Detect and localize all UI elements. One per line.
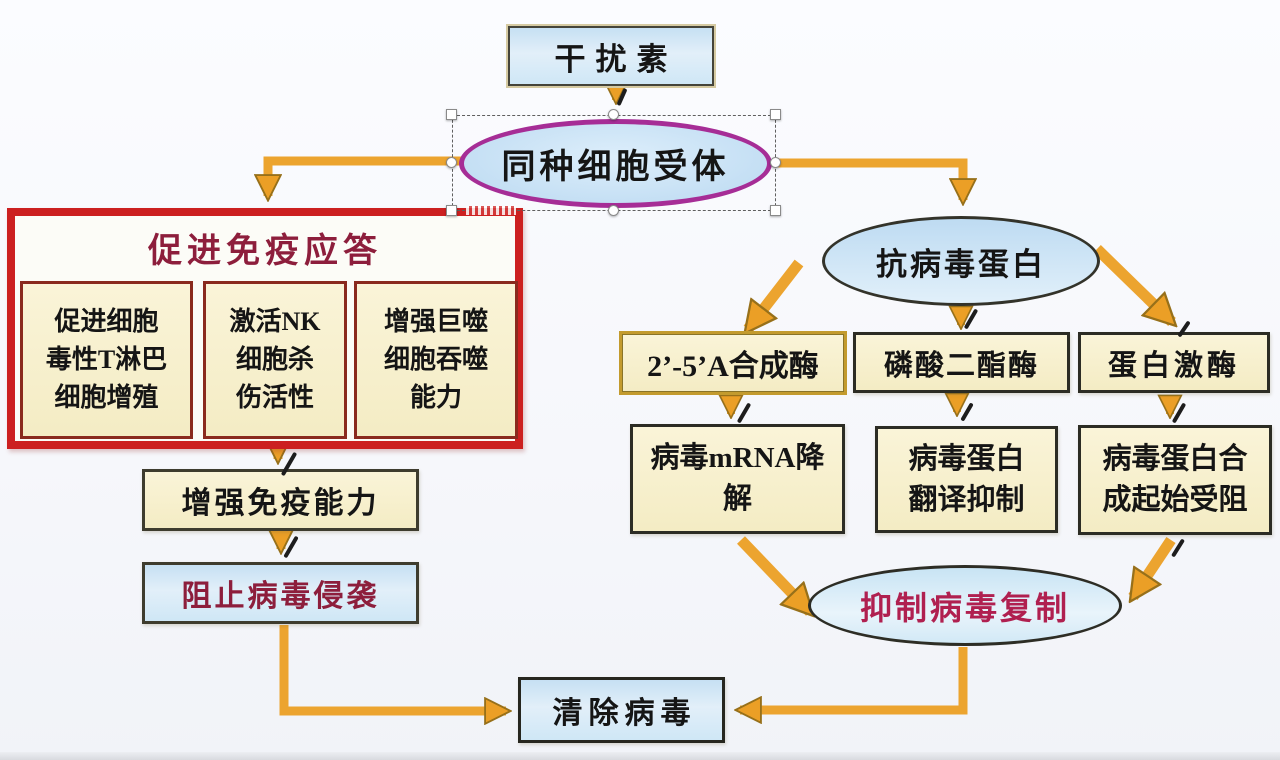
connector-inhibit-to-clear: [740, 647, 968, 710]
selection-rectangle[interactable]: [452, 115, 776, 211]
node-clear-virus[interactable]: 清除病毒: [518, 677, 725, 743]
node-cell-receptor[interactable]: 同种细胞受体: [459, 119, 772, 208]
node-interferon[interactable]: 干扰素: [508, 26, 714, 86]
video-letterbox-strip: [0, 752, 1280, 760]
selection-handle-nw[interactable]: [446, 109, 457, 120]
marching-ants-artifact: [466, 206, 516, 215]
connector-block-to-clear: [279, 625, 506, 711]
node-enhance-immunity[interactable]: 增强免疫能力: [142, 469, 419, 531]
connector-mrna-to-inhibit: [737, 536, 810, 612]
connector-receptor-to-antiviral: [777, 158, 963, 200]
connector-antiviral-to-kinase: [1093, 245, 1172, 322]
connector-initiation-to-inhibit: [1128, 536, 1176, 597]
node-block-virus-invasion[interactable]: 阻止病毒侵袭: [142, 562, 419, 624]
selection-handle-w[interactable]: [446, 157, 457, 168]
selection-handle-e[interactable]: [770, 157, 781, 168]
node-mrna-degradation[interactable]: 病毒mRNA降 解: [630, 424, 845, 534]
selection-handle-se[interactable]: [770, 205, 781, 216]
selection-handle-ne[interactable]: [770, 109, 781, 120]
selection-handle-sw[interactable]: [446, 205, 457, 216]
immune-panel-title: 促进免疫应答: [148, 232, 382, 270]
node-antiviral-protein[interactable]: 抗病毒蛋白: [822, 216, 1100, 306]
node-nk-activation[interactable]: 激活NK 细胞杀 伤活性: [203, 281, 347, 439]
node-inhibit-virus-replication[interactable]: 抑制病毒复制: [808, 565, 1122, 646]
node-macrophage-phagocytosis[interactable]: 增强巨噬 细胞吞噬 能力: [354, 281, 518, 439]
node-synthetase[interactable]: 2’-5’A合成酶: [619, 331, 847, 395]
node-phosphodiesterase[interactable]: 磷酸二酯酶: [853, 332, 1070, 393]
selection-handle-s[interactable]: [608, 205, 619, 216]
node-translation-inhibition[interactable]: 病毒蛋白 翻译抑制: [875, 426, 1058, 533]
node-synthesis-initiation-blocked[interactable]: 病毒蛋白合 成起始受阻: [1078, 425, 1272, 535]
node-protein-kinase[interactable]: 蛋白激酶: [1078, 332, 1270, 393]
selection-handle-n[interactable]: [608, 109, 619, 120]
connector-antiviral-to-synthetase: [748, 259, 804, 329]
node-ctl-proliferation[interactable]: 促进细胞 毒性T淋巴 细胞增殖: [20, 281, 193, 439]
connector-receptor-to-immune-panel: [268, 156, 461, 196]
